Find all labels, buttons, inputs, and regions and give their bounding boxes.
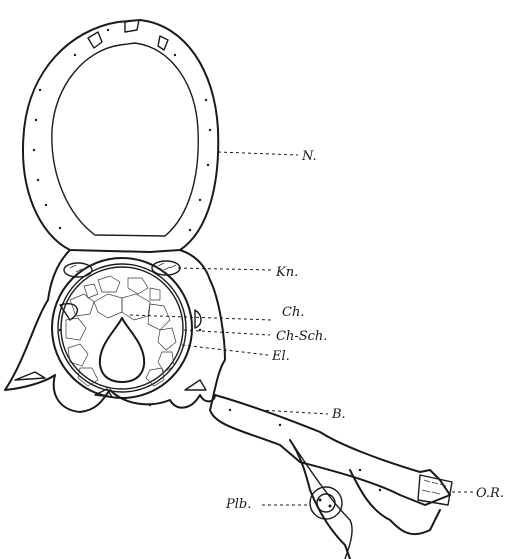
label-or: O.R. <box>476 486 504 501</box>
label-ch-sch: Ch-Sch. <box>276 329 327 344</box>
tissue-dots <box>33 29 381 491</box>
label-b: B. <box>331 407 346 422</box>
notochord <box>52 258 192 398</box>
labels: N. Kn. Ch. Ch-Sch. El. B. Plb. O.R. <box>225 149 504 512</box>
lower-structures <box>290 440 452 559</box>
label-plb: Plb. <box>225 497 251 512</box>
neural-tube <box>23 20 218 252</box>
label-kn: Kn. <box>275 265 298 280</box>
label-n: N. <box>301 149 317 164</box>
label-ch: Ch. <box>282 305 304 320</box>
label-el: El. <box>271 349 290 364</box>
